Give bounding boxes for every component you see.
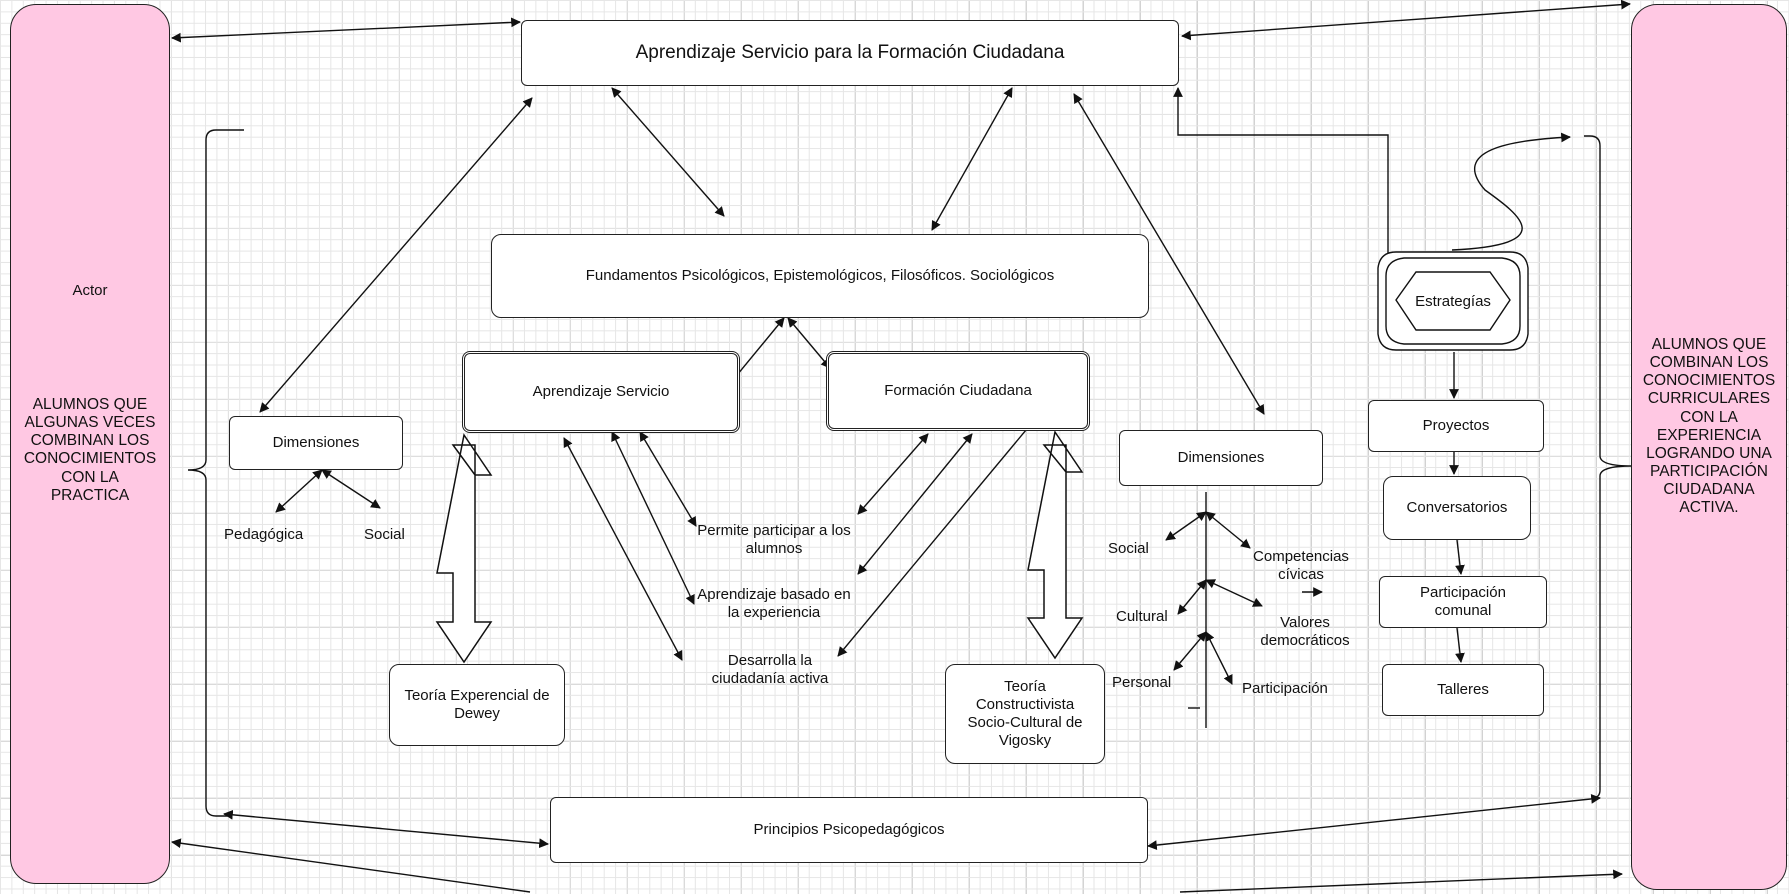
arrow-brace-principios (223, 809, 549, 849)
participacion-comunal-node: Participación comunal (1379, 576, 1547, 628)
arrow-as-aprendizaje (611, 431, 695, 605)
right-panel-text: ALUMNOS QUE COMBINAN LOS CONOCIMIENTOS C… (1631, 336, 1787, 517)
center-item-desarrolla: Desarrolla la ciudadanía activa (711, 652, 829, 687)
personal-label: Personal (1112, 674, 1172, 691)
left-brace (187, 129, 244, 817)
arrow-title-fundamentos-2 (931, 87, 1013, 231)
arrow-tree-social (1165, 511, 1207, 541)
arrow-as-permite (639, 431, 697, 527)
pedagogica-label: Pedagógica (224, 526, 304, 543)
left-panel-line: CONOCIMIENTOS (23, 450, 157, 468)
arrow-tree-competencias (1205, 511, 1251, 549)
right-panel-line: CURRICULARES (1647, 390, 1771, 408)
title-node: Aprendizaje Servicio para la Formación C… (521, 20, 1179, 86)
arrow-principios-brace (1147, 794, 1601, 850)
arrow-title-dimensiones-right (1073, 93, 1265, 415)
estrategias-shape (1377, 251, 1529, 351)
block-arrow-dewey (435, 433, 493, 664)
arrow-tree-participacion (1205, 631, 1233, 685)
cultural-label: Cultural (1116, 608, 1168, 625)
proyectos-node: Proyectos (1368, 400, 1544, 452)
arrow-title-fundamentos-1 (611, 87, 725, 217)
arrow-dim-social (321, 469, 381, 509)
right-panel-line: EXPERIENCIA (1656, 426, 1762, 444)
talleres-node: Talleres (1382, 664, 1544, 716)
arrow-conversatorios-participacion (1455, 539, 1465, 575)
center-item-aprendizaje: Aprendizaje basado en la experiencia (697, 586, 851, 621)
arrow-tree-cultural (1177, 579, 1207, 615)
teoria-dewey-node: Teoría Experencial de Dewey (389, 664, 565, 746)
right-panel-line: LOGRANDO UNA (1646, 444, 1772, 462)
left-panel-line: COMBINAN LOS (30, 432, 150, 450)
right-panel-line: CONOCIMIENTOS (1642, 372, 1776, 390)
center-item-permite: Permite participar a los alumnos (697, 522, 851, 557)
curve-estrategias-brace (1451, 132, 1571, 251)
arrow-estrategias-title (1173, 87, 1389, 256)
social-right-label: Social (1108, 540, 1149, 557)
participacion-label: Participación (1242, 680, 1328, 697)
formacion-ciudadana-node: Formación Ciudadana (826, 351, 1090, 431)
right-panel-line: ACTIVA. (1679, 499, 1739, 517)
dimensiones-right-node: Dimensiones (1119, 430, 1323, 486)
arrow-dim-pedagogica (275, 469, 323, 513)
arrow-fc-desarrolla (837, 405, 1047, 657)
right-panel-line: ALUMNOS QUE (1651, 336, 1767, 353)
arrow-tree-valores (1205, 579, 1263, 607)
dimensiones-left-node: Dimensiones (229, 416, 403, 470)
estrategias-label: Estrategías (1415, 293, 1491, 310)
arrow-as-desarrolla (563, 437, 683, 661)
right-panel-line: PARTICIPACIÓN (1650, 462, 1768, 480)
left-panel-line: PRACTICA (50, 486, 130, 504)
left-panel-line: ALUMNOS QUE (32, 396, 148, 413)
left-panel (10, 4, 170, 884)
arrow-bottom-right-panel (1179, 869, 1623, 893)
left-panel-line: ALGUNAS VECES (24, 414, 156, 432)
right-panel-line: CON LA (1680, 408, 1738, 426)
right-panel (1631, 4, 1787, 890)
arrow-participacion-talleres (1455, 627, 1465, 663)
left-panel-text: ALUMNOS QUE ALGUNAS VECES COMBINAN LOS C… (10, 396, 170, 505)
fundamentos-node: Fundamentos Psicológicos, Epistemológico… (491, 234, 1149, 318)
teoria-vigosky-node: Teoría Constructivista Socio-Cultural de… (945, 664, 1105, 764)
arrow-fc-aprendizaje (857, 433, 973, 575)
principios-node: Principios Psicopedagógicos (550, 797, 1148, 863)
aprendizaje-servicio-node: Aprendizaje Servicio (462, 351, 740, 433)
conversatorios-node: Conversatorios (1383, 476, 1531, 540)
arrow-left-panel-title (171, 17, 521, 43)
block-arrow-vigosky (1026, 430, 1084, 660)
competencias-label: Competencias cívicas (1253, 548, 1349, 583)
left-panel-line: CON LA (61, 468, 119, 486)
arrow-title-right-panel (1181, 0, 1631, 41)
social-left-label: Social (364, 526, 405, 543)
arrow-title-dimensiones-left (259, 97, 533, 413)
right-panel-line: CIUDADANA (1663, 481, 1755, 498)
right-brace (1584, 135, 1633, 799)
right-panel-line: COMBINAN LOS (1649, 354, 1769, 372)
arrow-tree-personal (1173, 631, 1207, 671)
arrow-left-panel-bottom (171, 838, 531, 893)
valores-label: Valores democráticos (1260, 614, 1350, 649)
arrow-fund-fc (787, 317, 831, 369)
actor-label: Actor (72, 282, 108, 299)
